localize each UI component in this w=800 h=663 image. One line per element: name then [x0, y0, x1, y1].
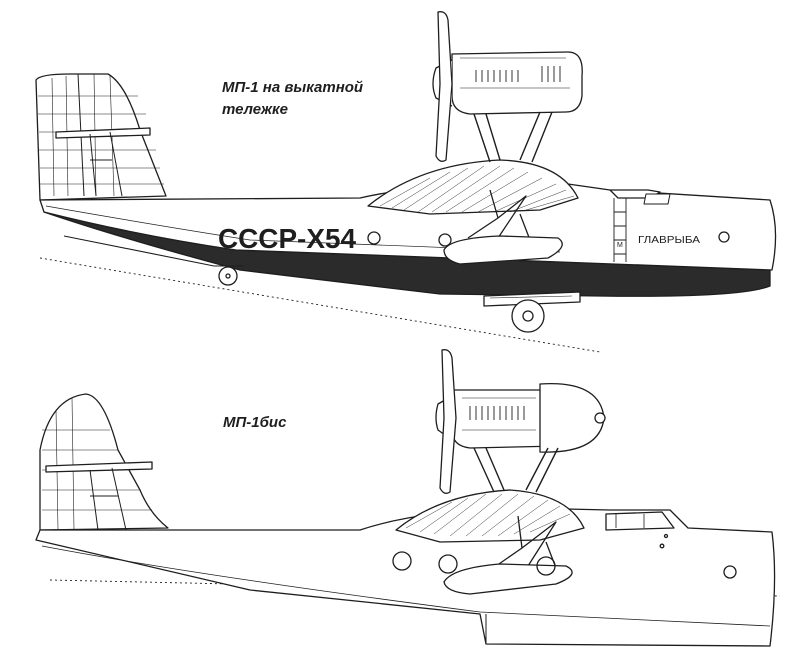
mp1-hull-mark: М: [617, 242, 623, 249]
mp1bis-cockpit: [605, 511, 675, 531]
mp1-chine-line: [45, 205, 561, 253]
mp1-float-struts: [467, 189, 531, 241]
mp1bis-propeller: [439, 349, 457, 494]
mp1bis-engine-struts: [473, 447, 559, 493]
mp1-main-wheel-hub: [522, 310, 534, 322]
mp1bis-caption: МП-1бис: [223, 414, 287, 431]
mp1bis-tailplane: [45, 461, 153, 473]
mp1-tail-wheel: [218, 266, 238, 286]
mp1-porthole: [718, 231, 730, 243]
mp1-ladder: [613, 198, 627, 262]
mp1-main-wheel: [511, 299, 545, 333]
mp1bis-profile: [35, 349, 781, 647]
mp1-windscreen: [643, 193, 671, 205]
mp1-caption-line1: МП-1 на выкатной: [222, 79, 364, 96]
mp1bis-wing-center: [395, 489, 585, 543]
mp1bis-cylinder-vents: [462, 397, 536, 431]
mp1-engine-struts: [473, 111, 553, 163]
mp1bis-rivet: [663, 533, 669, 539]
mp1-trolley-frame: [483, 291, 581, 307]
mp1-profile: СССР-Х54 ГЛАВРЫБА М: [35, 11, 777, 353]
mp1bis-fin: [39, 393, 169, 531]
mp1-cylinder-vents: [460, 57, 570, 89]
mp1-porthole: [367, 231, 381, 245]
mp1-nacelle: [451, 51, 583, 115]
mp1bis-chine: [41, 545, 771, 627]
mp1bis-canopy-frames: [615, 514, 645, 528]
mp1bis-porthole: [392, 551, 412, 571]
mp1bis-porthole: [536, 556, 556, 576]
mp1bis-wing-hatching: [405, 493, 571, 537]
mp1-tailplane: [55, 127, 151, 139]
mp1bis-spinner: [594, 412, 606, 424]
mp1-tail-struts: [89, 131, 123, 197]
mp1-porthole: [438, 233, 452, 247]
mp1bis-rivet: [659, 543, 665, 549]
mp1-hull-inscription: ГЛАВРЫБА: [638, 235, 700, 246]
mp1bis-wingtip-float: [443, 563, 573, 595]
mp1-wingtip-float: [443, 235, 563, 265]
mp1-propeller: [435, 11, 453, 162]
mp1-wing-center: [367, 159, 579, 215]
mp1-caption-line2: тележке: [222, 101, 288, 118]
mp1-tail-wheel-hub: [225, 273, 231, 279]
mp1-trolley-bracing: [489, 295, 573, 299]
mp1bis-porthole: [723, 565, 737, 579]
mp1bis-tail-struts: [89, 467, 127, 531]
mp1-fin: [35, 73, 167, 201]
mp1bis-porthole: [438, 554, 458, 574]
mp1-registration: СССР-Х54: [218, 223, 356, 254]
mp1-tow-bar: [63, 235, 215, 267]
